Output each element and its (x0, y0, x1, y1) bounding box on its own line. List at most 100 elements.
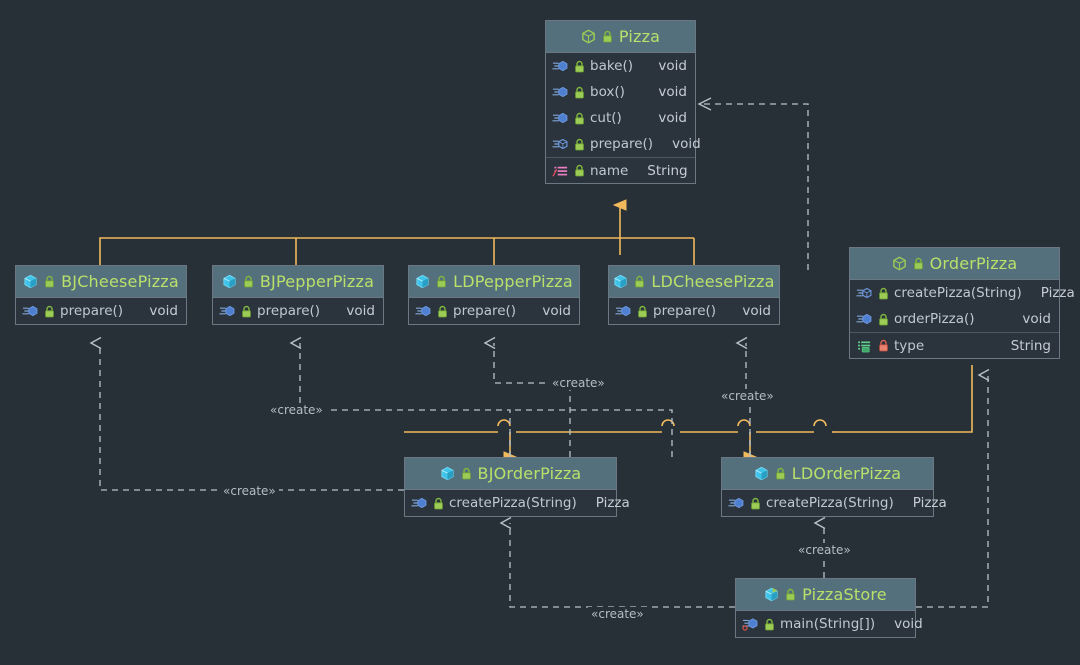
method-icon (856, 312, 873, 326)
member-row[interactable]: prepare() void (213, 298, 383, 324)
member-row[interactable]: cut() void (546, 105, 695, 131)
class-icon (754, 466, 769, 481)
member-row[interactable]: prepare() void (546, 131, 701, 157)
class-header[interactable]: LDOrderPizza (722, 458, 933, 490)
lock-protected-icon (243, 275, 254, 288)
member-row[interactable]: createPizza(String) Pizza (850, 280, 1075, 306)
class-box-ldpepperpizza[interactable]: LDPepperPizza prepare() void (408, 265, 580, 325)
class-members: main(String[]) void (736, 611, 923, 637)
member-name: type (894, 337, 925, 354)
member-row[interactable]: prepare() void (16, 298, 186, 324)
member-name: prepare() (60, 303, 124, 319)
member-type: Pizza (595, 495, 630, 511)
field-green-icon (856, 339, 873, 353)
class-box-bjpepperpizza[interactable]: BJPepperPizza prepare() void (212, 265, 384, 325)
edge-label-create-ldcheese: «create» (718, 389, 777, 403)
class-box-bjcheesepizza[interactable]: BJCheesePizza prepare() void (15, 265, 187, 325)
lock-protected-icon (461, 467, 472, 480)
class-name: OrderPizza (929, 254, 1018, 273)
class-name: BJPepperPizza (259, 272, 375, 291)
edge-label-create-ldorder: «create» (795, 543, 854, 557)
class-name: LDCheesePizza (651, 272, 775, 291)
class-members: createPizza(String) Pizza orderPizza() v… (850, 280, 1075, 358)
lock-protected-icon (44, 275, 55, 288)
class-header[interactable]: BJOrderPizza (405, 458, 616, 490)
member-name: bake() (590, 58, 634, 74)
member-name: box() (590, 84, 625, 100)
generalization-edges (99, 205, 973, 457)
class-name: Pizza (618, 27, 661, 46)
class-header[interactable]: BJPepperPizza (213, 266, 383, 298)
lock-protected-icon (574, 138, 585, 151)
class-name: BJOrderPizza (477, 464, 582, 483)
class-header[interactable]: OrderPizza (850, 248, 1059, 280)
member-type: void (658, 58, 687, 74)
member-row[interactable]: box() void (546, 79, 695, 105)
class-name: BJCheesePizza (61, 272, 179, 291)
member-row[interactable]: prepare() void (409, 298, 579, 324)
member-type: void (894, 616, 923, 632)
method-icon (552, 111, 569, 125)
class-header[interactable]: LDCheesePizza (609, 266, 779, 298)
method-icon (552, 85, 569, 99)
member-type: void (742, 303, 771, 319)
member-row[interactable]: prepare() void (609, 298, 779, 324)
class-name: LDPepperPizza (453, 272, 573, 291)
lock-protected-icon (634, 275, 645, 288)
abstract-class-icon (892, 256, 907, 271)
static-method-icon (742, 617, 759, 631)
member-name: prepare() (653, 303, 717, 319)
member-name: createPizza(String) (894, 285, 1022, 301)
class-header[interactable]: Pizza (546, 21, 695, 53)
lock-protected-icon (574, 112, 585, 125)
member-row[interactable]: orderPizza() void (850, 306, 1059, 332)
abstract-class-icon (581, 29, 596, 44)
edge-label-create-bjorder: «create» (588, 607, 647, 621)
edge-label-create-bjcheese: «create» (220, 484, 279, 498)
class-header[interactable]: LDPepperPizza (409, 266, 579, 298)
class-box-bjorderpizza[interactable]: BJOrderPizza createPizza(String) Pizza (404, 457, 630, 517)
lock-protected-icon (764, 618, 775, 631)
class-members: prepare() void (16, 298, 186, 324)
class-box-pizzastore[interactable]: PizzaStore main(String[]) void (735, 578, 923, 638)
member-name: name (590, 162, 629, 179)
class-icon (222, 274, 237, 289)
class-icon (613, 274, 628, 289)
class-header[interactable]: PizzaStore (736, 579, 915, 611)
class-members: createPizza(String) Pizza (405, 490, 630, 516)
member-type: void (658, 84, 687, 100)
member-name: orderPizza() (894, 311, 975, 327)
member-type: void (1022, 311, 1051, 327)
class-members: bake() void box() void c (546, 53, 701, 183)
class-box-ldcheesepizza[interactable]: LDCheesePizza prepare() void (608, 265, 780, 325)
member-row[interactable]: name String (546, 157, 695, 183)
class-members: prepare() void (609, 298, 779, 324)
method-icon (219, 304, 236, 318)
method-icon (415, 304, 432, 318)
member-row[interactable]: bake() void (546, 53, 695, 79)
member-type: void (542, 303, 571, 319)
member-name: cut() (590, 110, 622, 126)
member-row[interactable]: main(String[]) void (736, 611, 923, 637)
field-icon (552, 164, 569, 178)
lock-protected-icon (785, 588, 796, 601)
class-box-orderpizza[interactable]: OrderPizza createPizza(String) Pizza (849, 247, 1075, 359)
class-header[interactable]: BJCheesePizza (16, 266, 186, 298)
member-row[interactable]: createPizza(String) Pizza (722, 490, 947, 516)
member-name: prepare() (257, 303, 321, 319)
class-box-pizza[interactable]: Pizza bake() void box() (545, 20, 701, 184)
class-box-ldorderpizza[interactable]: LDOrderPizza createPizza(String) Pizza (721, 457, 947, 517)
class-icon (415, 274, 430, 289)
lock-protected-icon (241, 305, 252, 318)
lock-protected-icon (750, 497, 761, 510)
lock-protected-icon (878, 287, 889, 300)
member-row[interactable]: createPizza(String) Pizza (405, 490, 630, 516)
runnable-class-icon (764, 587, 779, 602)
lock-protected-icon (574, 86, 585, 99)
lock-protected-icon (878, 313, 889, 326)
member-row[interactable]: type String (850, 332, 1059, 358)
abstract-method-icon (552, 137, 569, 151)
lock-protected-icon (433, 497, 444, 510)
member-type: Pizza (1040, 285, 1075, 301)
